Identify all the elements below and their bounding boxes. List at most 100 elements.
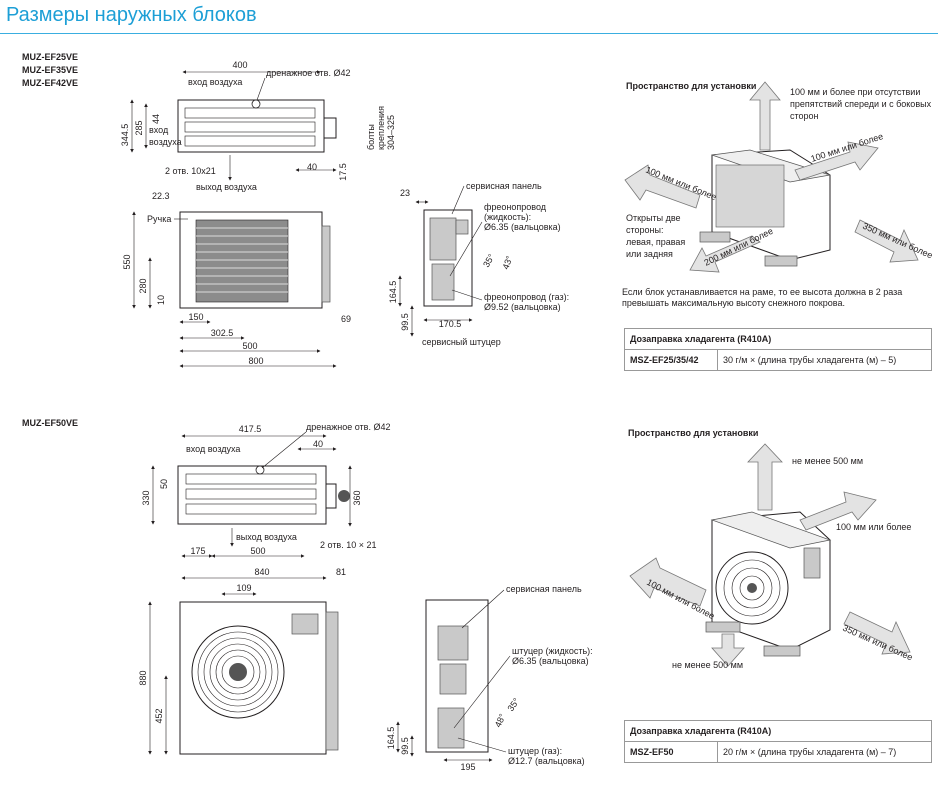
bolts-label: 304–325 xyxy=(386,115,396,150)
open-sides-label: Открыты две xyxy=(626,213,681,223)
dim-label: 840 xyxy=(254,567,269,577)
drain-hole xyxy=(251,99,261,109)
liquid-pipe-label: фреонопровод xyxy=(484,202,547,212)
dim-label: 81 xyxy=(336,567,346,577)
dim-label: 550 xyxy=(122,254,132,269)
frame-note: Если блок устанавливается на раме, то ее… xyxy=(622,287,902,297)
unit1-install-diagram: Пространство для установки 100 мм и боле… xyxy=(622,81,934,308)
dim-label: 69 xyxy=(341,314,351,324)
arrow-up xyxy=(749,81,781,151)
angle-label: 35° xyxy=(481,252,497,269)
dim-label: 109 xyxy=(236,583,251,593)
dim-label: 99.5 xyxy=(400,313,410,331)
dim-label: 40 xyxy=(313,439,323,449)
bolts-label: крепления xyxy=(376,106,386,150)
open-sides-label: левая, правая xyxy=(626,237,685,247)
charge-table-header: Дозаправка хладагента (R410A) xyxy=(624,328,932,350)
arrow-up xyxy=(747,443,783,511)
frame-note: превышать максимальную высоту снежного п… xyxy=(622,298,845,308)
dim-label: 164.5 xyxy=(386,727,396,750)
model-label: MUZ-EF25VE xyxy=(22,52,78,62)
unit1-side-view: 23 сервисная панель фреонопровод (жидкос… xyxy=(388,181,569,347)
air-in-side-label: вход xyxy=(149,125,169,135)
charge-table-1: Дозаправка хладагента (R410A) MSZ-EF25/3… xyxy=(624,328,932,371)
arrow-right xyxy=(794,141,879,181)
charge-table-header: Дозаправка хладагента (R410A) xyxy=(624,720,932,742)
charge-table-formula: 20 г/м × (длина трубы хладагента (м) – 7… xyxy=(717,741,932,763)
model-label: MUZ-EF35VE xyxy=(22,65,78,75)
unit-body xyxy=(177,465,327,525)
handle-label: Ручка xyxy=(147,214,171,224)
arrow-front xyxy=(711,633,745,667)
liquid-pipe-label: Ø6.35 (вальцовка) xyxy=(484,222,561,232)
dim-label: 17.5 xyxy=(338,163,348,181)
angle-label: 35° xyxy=(505,696,521,713)
dim-label: 50 xyxy=(159,479,169,489)
air-in-label: вход воздуха xyxy=(188,77,242,87)
arrow-left xyxy=(629,557,707,607)
arrow-right xyxy=(799,491,877,531)
unit2-install-diagram: Пространство для установки не менее 500 … xyxy=(628,428,914,670)
service-panel-label: сервисная панель xyxy=(506,584,582,594)
dim-label: 170.5 xyxy=(439,319,462,329)
service-panel-label: сервисная панель xyxy=(466,181,542,191)
unit2-top-view: 417.5 дренажное отв. Ø42 40 вход воздуха… xyxy=(141,422,390,558)
holes-label: 2 отв. 10x21 xyxy=(165,166,216,176)
drain-label: дренажное отв. Ø42 xyxy=(306,422,390,432)
dim-label: 150 xyxy=(188,312,203,322)
unit1-front-view: 22.3 Ручка 550 280 10 150 302.5 500 800 … xyxy=(122,191,351,368)
dim-label: 195 xyxy=(460,762,475,772)
air-out-label: выход воздуха xyxy=(196,182,257,192)
dim-label: 23 xyxy=(400,188,410,198)
air-in-label: вход воздуха xyxy=(186,444,240,454)
fan-grille xyxy=(195,219,289,303)
dim-label: 500 xyxy=(242,341,257,351)
model-label: MUZ-EF42VE xyxy=(22,78,78,88)
gas-pipe-label: Ø12.7 (вальцовка) xyxy=(508,756,585,766)
liquid-pipe-label: штуцер (жидкость): xyxy=(512,646,593,656)
air-in-side-label: воздуха xyxy=(149,137,182,147)
title-rule xyxy=(0,33,938,34)
install-note: сторон xyxy=(790,111,819,121)
install-heading: Пространство для установки xyxy=(626,81,756,91)
install-note: препятствий спереди и с боковых xyxy=(790,99,932,109)
gas-pipe-label: фреонопровод (газ): xyxy=(484,292,569,302)
arrow-label: не менее 500 мм xyxy=(792,456,863,466)
holes-label: 2 отв. 10 × 21 xyxy=(320,540,377,550)
arrow-right-front xyxy=(843,611,911,655)
dim-label: 417.5 xyxy=(239,424,262,434)
dim-label: 330 xyxy=(141,490,151,505)
open-sides-label: или задняя xyxy=(626,249,673,259)
dim-label: 285 xyxy=(134,120,144,135)
bolts-label: болты xyxy=(366,124,376,150)
dim-label: 400 xyxy=(232,60,247,70)
open-sides-label: стороны: xyxy=(626,225,663,235)
unit2-front-view: 840 81 109 880 452 xyxy=(138,567,346,755)
unit1-models: MUZ-EF25VE MUZ-EF35VE MUZ-EF42VE xyxy=(22,52,78,88)
dim-label: 44 xyxy=(151,114,161,124)
dim-label: 40 xyxy=(307,162,317,172)
dim-label: 452 xyxy=(154,708,164,723)
arrow-front xyxy=(689,235,761,273)
model-label: MUZ-EF50VE xyxy=(22,418,78,428)
arrow-label: не менее 500 мм xyxy=(672,660,743,670)
gas-pipe-label: Ø9.52 (вальцовка) xyxy=(484,302,561,312)
dim-label: 280 xyxy=(138,278,148,293)
air-out-label: выход воздуха xyxy=(236,532,297,542)
dim-label: 175 xyxy=(190,546,205,556)
gas-pipe-label: штуцер (газ): xyxy=(508,746,562,756)
unit-body xyxy=(177,99,325,153)
unit1-top-view: 400 вход воздуха дренажное отв. Ø42 344.… xyxy=(120,60,396,192)
charge-table-formula: 30 г/м × (длина трубы хладагента (м) – 5… xyxy=(717,349,932,371)
charge-table-model: MSZ-EF50 xyxy=(624,741,718,763)
dim-label: 880 xyxy=(138,670,148,685)
arrow-right-front xyxy=(854,219,919,263)
liquid-pipe-label: (жидкость): xyxy=(484,212,531,222)
page-title: Размеры наружных блоков xyxy=(6,4,257,26)
dim-label: 10 xyxy=(156,295,166,305)
install-heading: Пространство для установки xyxy=(628,428,758,438)
arrow-label: 100 мм или более xyxy=(836,522,911,532)
dim-label: 99.5 xyxy=(400,737,410,755)
dim-label: 302.5 xyxy=(211,328,234,338)
